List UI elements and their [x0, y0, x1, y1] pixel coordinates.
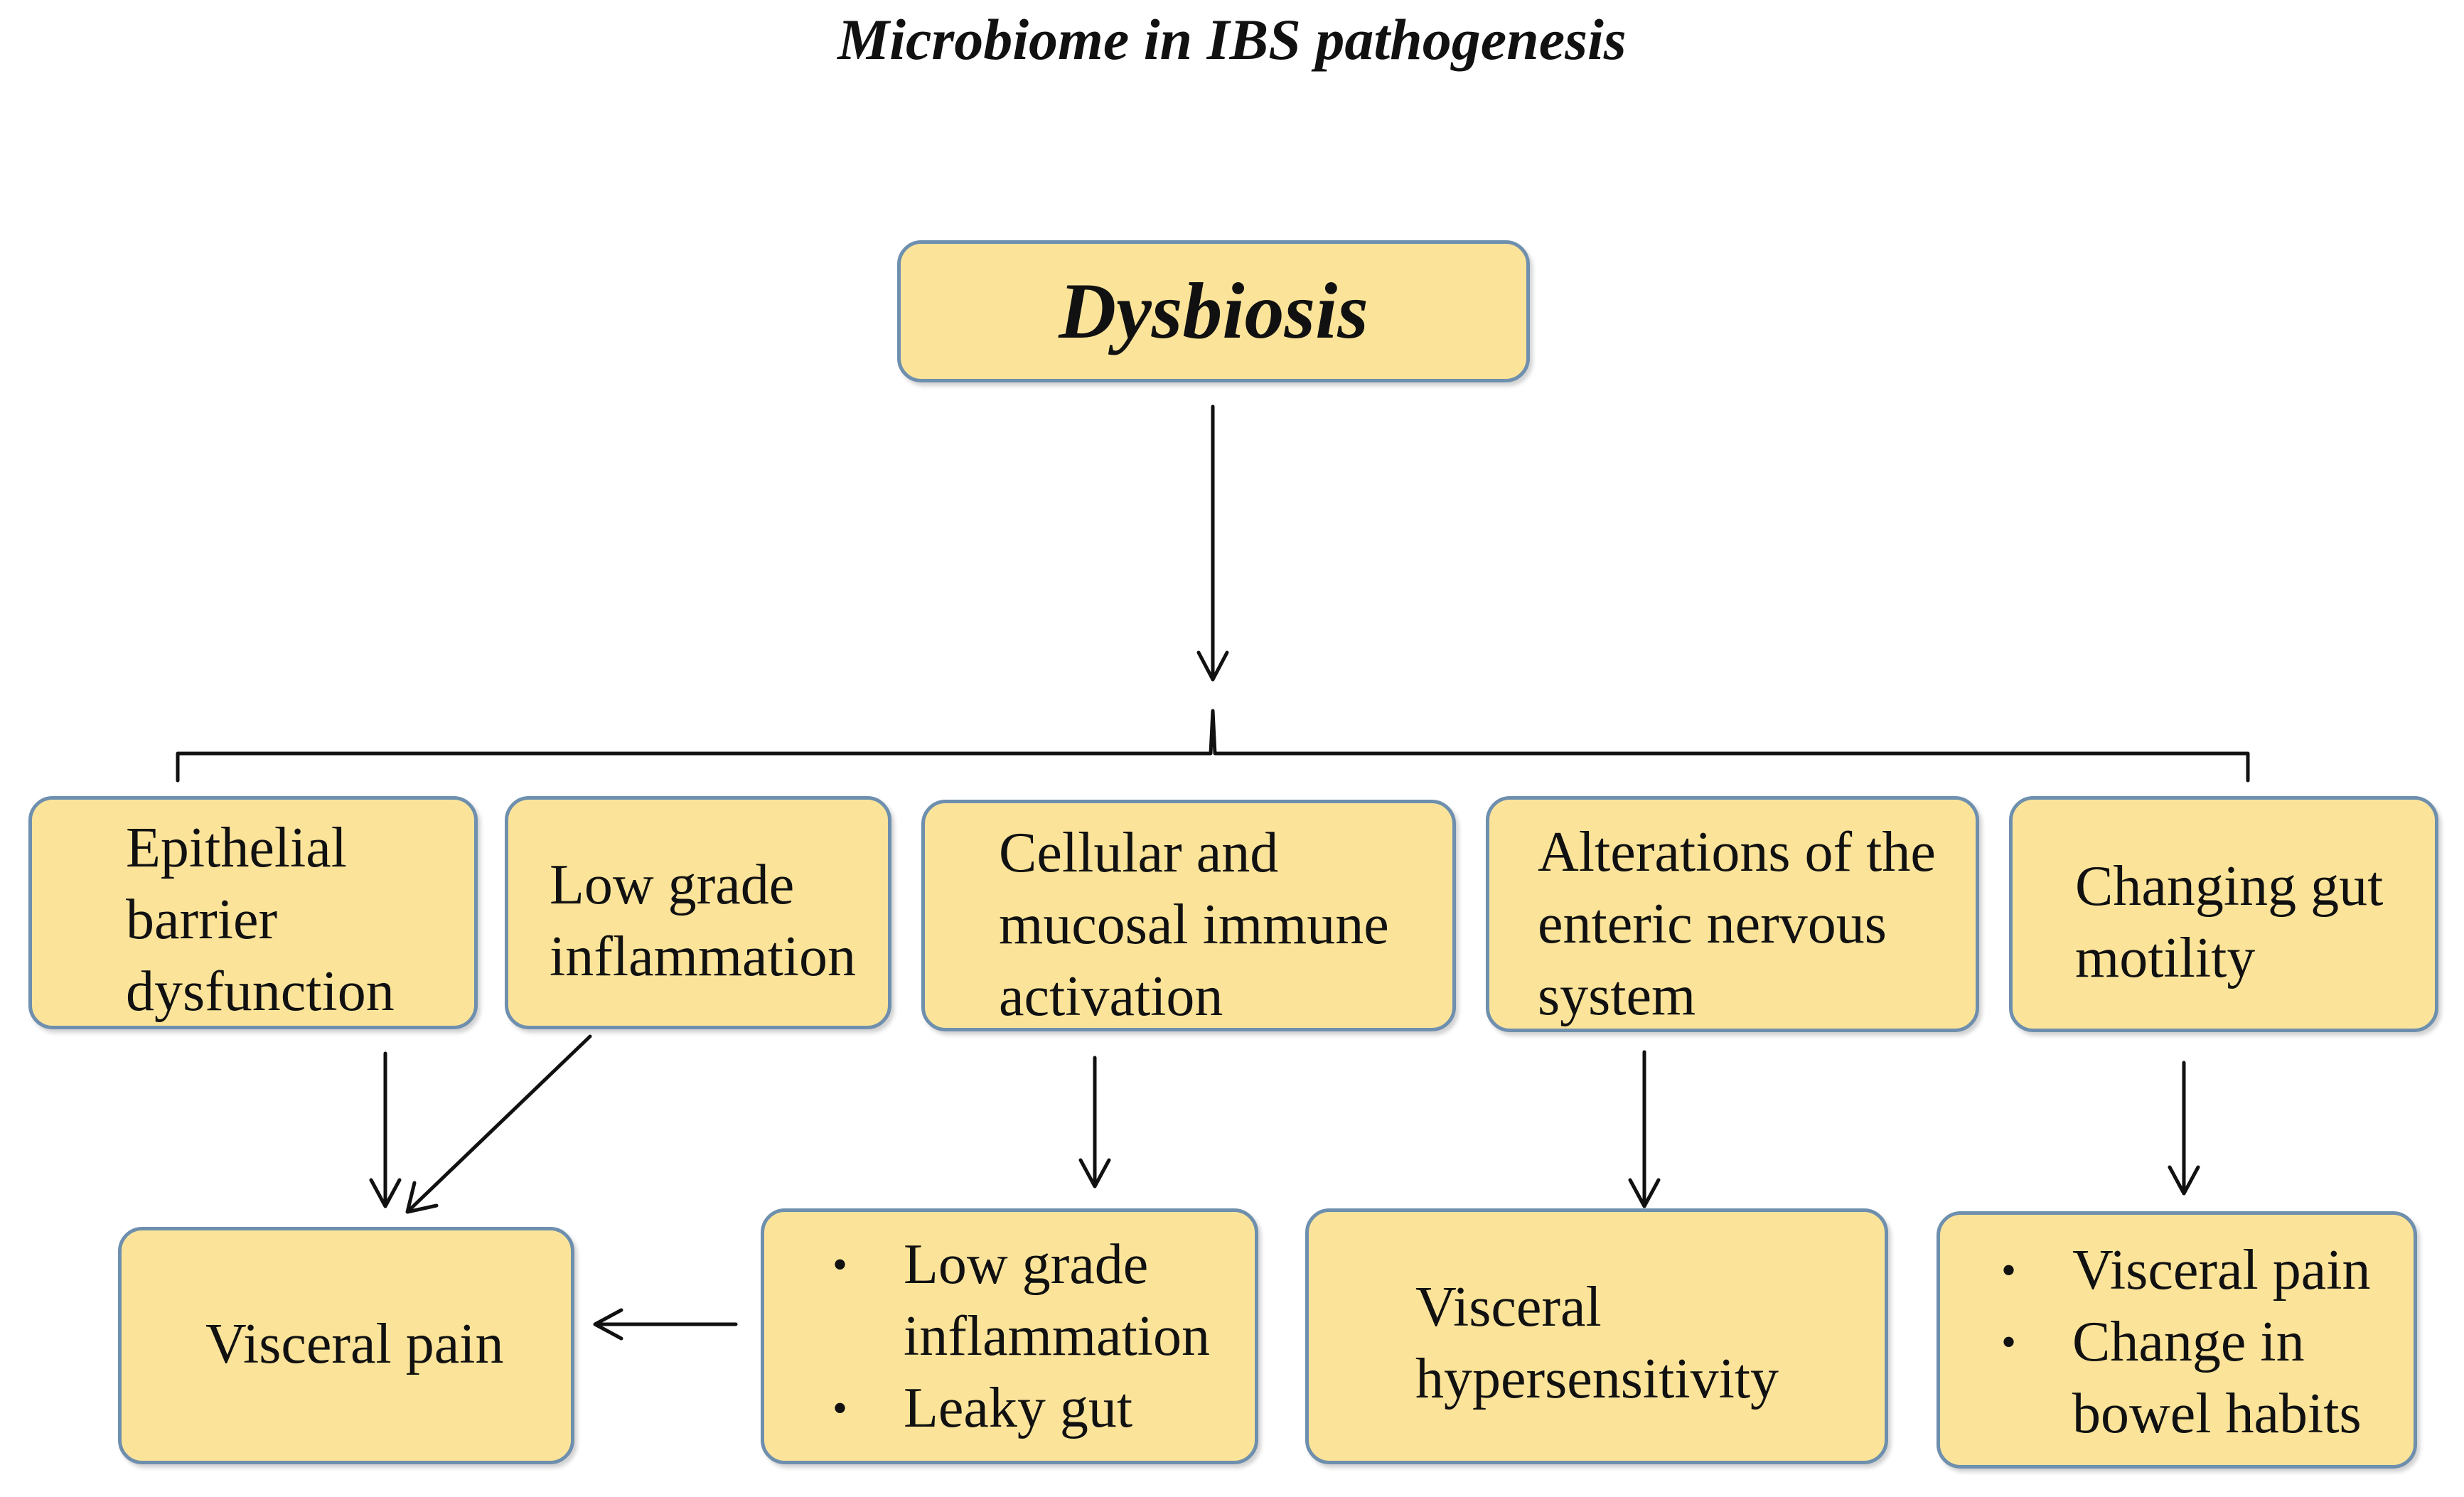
cause-text-line: inflammation: [550, 925, 857, 988]
effect-visceral-pain-box: Visceral pain: [118, 1227, 574, 1464]
cause-text-line: Epithelial: [126, 817, 348, 879]
bracket: [176, 709, 2250, 783]
cause-low-grade-inflammation-box: Low grade inflammation: [505, 796, 891, 1029]
effect-text-line: bowel habits: [2072, 1383, 2362, 1445]
effect-text-line: Leaky gut: [904, 1377, 1133, 1439]
effect-pain-bowel-habits-box: • Visceral pain • Change in bowel habits: [1937, 1211, 2417, 1469]
cause-text-line: mucosal immune: [999, 894, 1389, 956]
dysbiosis-label: Dysbiosis: [1059, 267, 1368, 355]
dysbiosis-box: Dysbiosis: [897, 240, 1530, 382]
arrow-root-down-head: [1196, 650, 1229, 682]
effect-text-line: Visceral pain: [2072, 1239, 2371, 1302]
effect-text-line: hypersensitivity: [1415, 1348, 1779, 1410]
effect-bullet-item: • Leaky gut: [832, 1373, 1210, 1444]
bullet-dot: •: [832, 1241, 848, 1288]
arrow-leaky-to-pain-head: [593, 1308, 623, 1341]
arrow-motility-to-bowel-head: [2168, 1165, 2200, 1196]
bullet-dot: •: [832, 1385, 848, 1432]
cause-text-line: enteric nervous: [1538, 893, 1887, 955]
effect-visceral-hypersensitivity-box: Visceral hypersensitivity: [1305, 1208, 1888, 1464]
arrow-immune-to-leaky-head: [1078, 1158, 1111, 1189]
cause-text-line: Low grade: [550, 854, 795, 916]
cause-immune-activation-box: Cellular and mucosal immune activation: [921, 800, 1456, 1031]
bullet-dot: •: [2001, 1319, 2017, 1365]
effect-bullet-item: • Change in bowel habits: [2001, 1306, 2370, 1450]
cause-text-line: system: [1538, 965, 1696, 1027]
cause-text-line: barrier: [126, 889, 278, 951]
effect-bullet-item: • Low grade inflammation: [832, 1229, 1211, 1373]
cause-text-line: motility: [2075, 927, 2256, 989]
effect-inflammation-leaky-gut-box: • Low grade inflammation • Leaky gut: [761, 1208, 1258, 1464]
effect-text-line: Visceral: [1415, 1276, 1602, 1338]
cause-enteric-nervous-system-box: Alterations of the enteric nervous syste…: [1486, 796, 1979, 1032]
arrow-inflammation-to-pain-head: [405, 1181, 439, 1214]
cause-text-line: Alterations of the: [1538, 821, 1936, 884]
cause-text-line: dysfunction: [126, 960, 395, 1023]
effect-text-line: Visceral pain: [205, 1313, 504, 1375]
diagram-title: Microbiome in IBS pathogenesis: [837, 7, 1627, 72]
arrow-epithelial-to-pain-head: [369, 1178, 402, 1208]
cause-gut-motility-box: Changing gut motility: [2009, 796, 2438, 1032]
effect-text-line: inflammation: [904, 1305, 1211, 1368]
cause-epithelial-barrier-box: Epithelial barrier dysfunction: [28, 796, 478, 1029]
cause-text-line: Changing gut: [2075, 855, 2384, 918]
effect-text-line: Low grade: [904, 1233, 1149, 1296]
effect-bullet-item: • Visceral pain: [2001, 1235, 2371, 1306]
bullet-dot: •: [2001, 1247, 2017, 1294]
effect-text-line: Change in: [2072, 1311, 2305, 1373]
arrow-inflammation-to-pain: [407, 1034, 592, 1213]
cause-text-line: activation: [999, 965, 1223, 1028]
cause-text-line: Cellular and: [999, 822, 1279, 884]
arrow-enteric-to-hyper-head: [1628, 1178, 1661, 1208]
